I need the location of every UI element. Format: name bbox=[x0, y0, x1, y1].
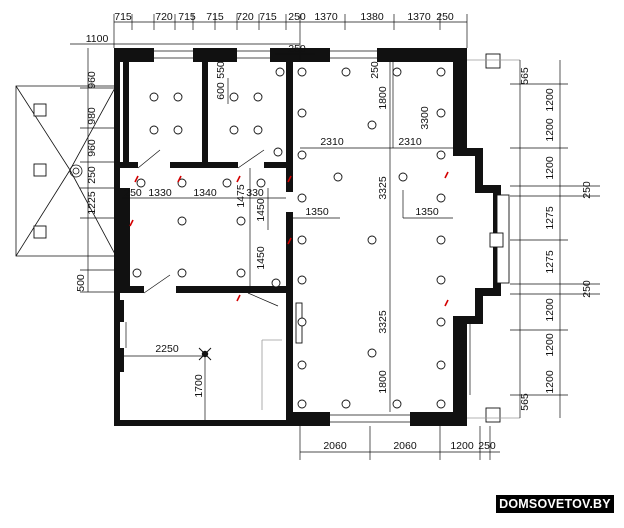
dim-top-3: 715 bbox=[178, 11, 196, 23]
dim-int-1350a: 1350 bbox=[305, 206, 329, 218]
dim-right-5: 250 bbox=[581, 181, 593, 199]
dim-left-5: 1225 bbox=[86, 191, 98, 215]
ceiling-fixture-icon bbox=[198, 347, 212, 361]
dim-int-1450a: 1450 bbox=[255, 198, 267, 222]
dim-top-6: 715 bbox=[259, 11, 277, 23]
dim-right-7: 1275 bbox=[544, 250, 556, 274]
dim-int-1700: 1700 bbox=[193, 374, 205, 398]
dim-right-10: 1200 bbox=[544, 333, 556, 357]
dim-int-3300: 3300 bbox=[419, 106, 431, 130]
dim-bottom-4: 250 bbox=[478, 440, 496, 452]
dim-int-2310a: 2310 bbox=[320, 136, 344, 148]
dim-top-5: 720 bbox=[236, 11, 254, 23]
dim-top-wall: 250 bbox=[288, 43, 306, 55]
dim-int-2310b: 2310 bbox=[398, 136, 422, 148]
dim-int-600: 600 bbox=[215, 82, 227, 100]
dim-top-8: 1370 bbox=[314, 11, 338, 23]
dim-top-4: 715 bbox=[206, 11, 224, 23]
dim-int-1800b: 1800 bbox=[377, 370, 389, 394]
dim-top-1: 715 bbox=[114, 11, 132, 23]
dim-right-1: 565 bbox=[519, 67, 531, 85]
dim-bottom-1: 2060 bbox=[323, 440, 347, 452]
exterior-walls bbox=[114, 48, 520, 426]
dim-top-7: 250 bbox=[288, 11, 306, 23]
dim-right-11: 1200 bbox=[544, 370, 556, 394]
light-points bbox=[132, 67, 446, 409]
dim-bottom-2: 2060 bbox=[393, 440, 417, 452]
dimension-lines bbox=[70, 14, 600, 460]
dim-top-9: 1380 bbox=[360, 11, 384, 23]
dim-left-3: 960 bbox=[86, 139, 98, 157]
dim-right-8: 250 bbox=[581, 280, 593, 298]
dim-int-250a: 250 bbox=[369, 61, 381, 79]
dim-top-2: 720 bbox=[155, 11, 173, 23]
dim-int-2250: 2250 bbox=[155, 343, 179, 355]
dim-right-2: 1200 bbox=[544, 88, 556, 112]
dim-int-1330: 1330 bbox=[148, 187, 172, 199]
dim-int-250b: 250 bbox=[124, 187, 142, 199]
dim-right-3: 1200 bbox=[544, 118, 556, 142]
dim-right-4: 1200 bbox=[544, 156, 556, 180]
dim-int-1800a: 1800 bbox=[377, 86, 389, 110]
dim-bottom-3: 1200 bbox=[450, 440, 474, 452]
dim-int-1340: 1340 bbox=[193, 187, 217, 199]
dim-left-1: 960 bbox=[86, 71, 98, 89]
dim-int-1350b: 1350 bbox=[415, 206, 439, 218]
dim-right-6: 1275 bbox=[544, 206, 556, 230]
dim-top-porch: 1100 bbox=[86, 33, 109, 45]
dim-top-11: 250 bbox=[436, 11, 454, 23]
dim-int-1475: 1475 bbox=[235, 184, 247, 208]
porch bbox=[15, 85, 117, 257]
dimension-labels: 715 720 715 715 720 715 250 1370 1380 13… bbox=[75, 11, 593, 452]
dim-top-10: 1370 bbox=[407, 11, 431, 23]
dim-int-3325a: 3325 bbox=[377, 176, 389, 200]
dim-int-330: 330 bbox=[246, 187, 264, 199]
interior-walls bbox=[114, 58, 303, 422]
socket-marks bbox=[129, 171, 449, 307]
dim-int-550: 550 bbox=[215, 61, 227, 79]
dim-right-9: 1200 bbox=[544, 298, 556, 322]
dim-left-2: 980 bbox=[86, 107, 98, 125]
dim-int-1200: 1200 bbox=[457, 334, 469, 358]
dim-right-12: 565 bbox=[519, 393, 531, 411]
dim-int-3325b: 3325 bbox=[377, 310, 389, 334]
watermark-logo: DOMSOVETOV.BY bbox=[496, 495, 614, 513]
dim-int-1450b: 1450 bbox=[255, 246, 267, 270]
dim-left-6: 500 bbox=[75, 274, 87, 292]
dim-left-4: 250 bbox=[86, 166, 98, 184]
